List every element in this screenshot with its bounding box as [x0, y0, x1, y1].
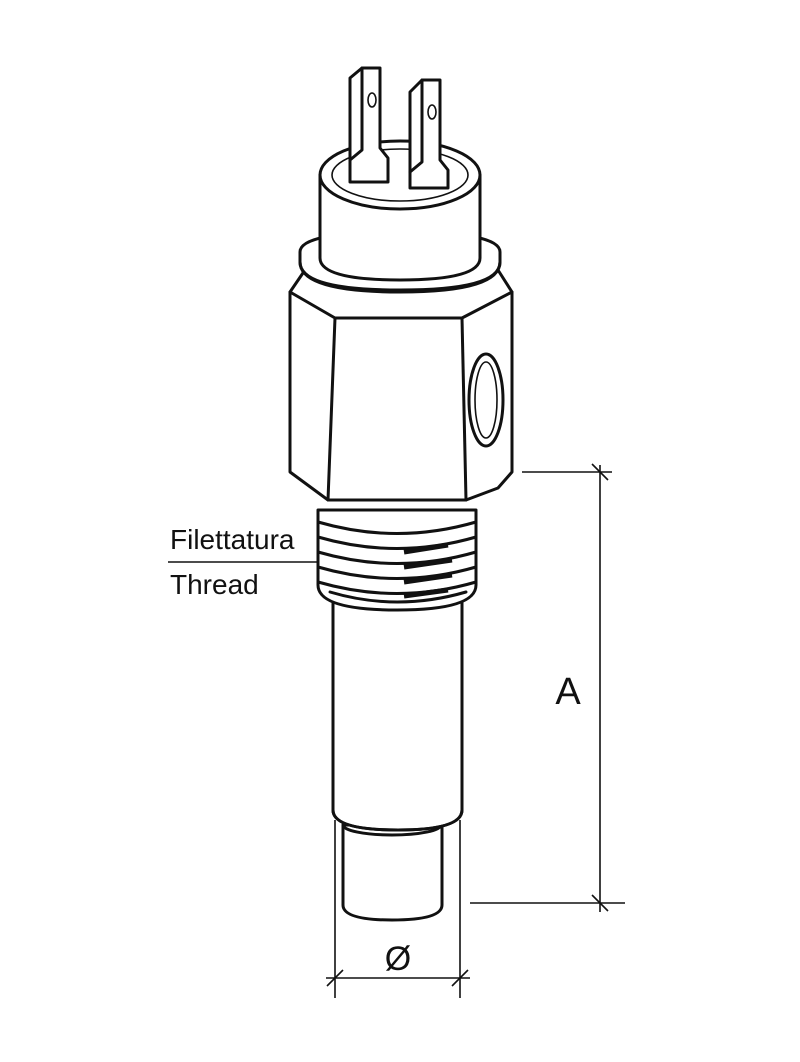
dimension-diameter — [326, 820, 470, 998]
dimension-a — [470, 463, 625, 912]
thread-section — [316, 508, 478, 612]
hex-nut-body — [288, 268, 514, 502]
probe-shaft — [331, 598, 464, 832]
spade-terminal-left — [348, 66, 390, 184]
spade-terminal-right — [408, 78, 450, 190]
connector-cap — [318, 139, 482, 282]
thread-label-italian: Filettatura — [170, 524, 295, 555]
dimension-diameter-label: Ø — [385, 940, 411, 978]
thread-label-english: Thread — [170, 569, 259, 600]
dimension-a-label: A — [555, 671, 581, 713]
